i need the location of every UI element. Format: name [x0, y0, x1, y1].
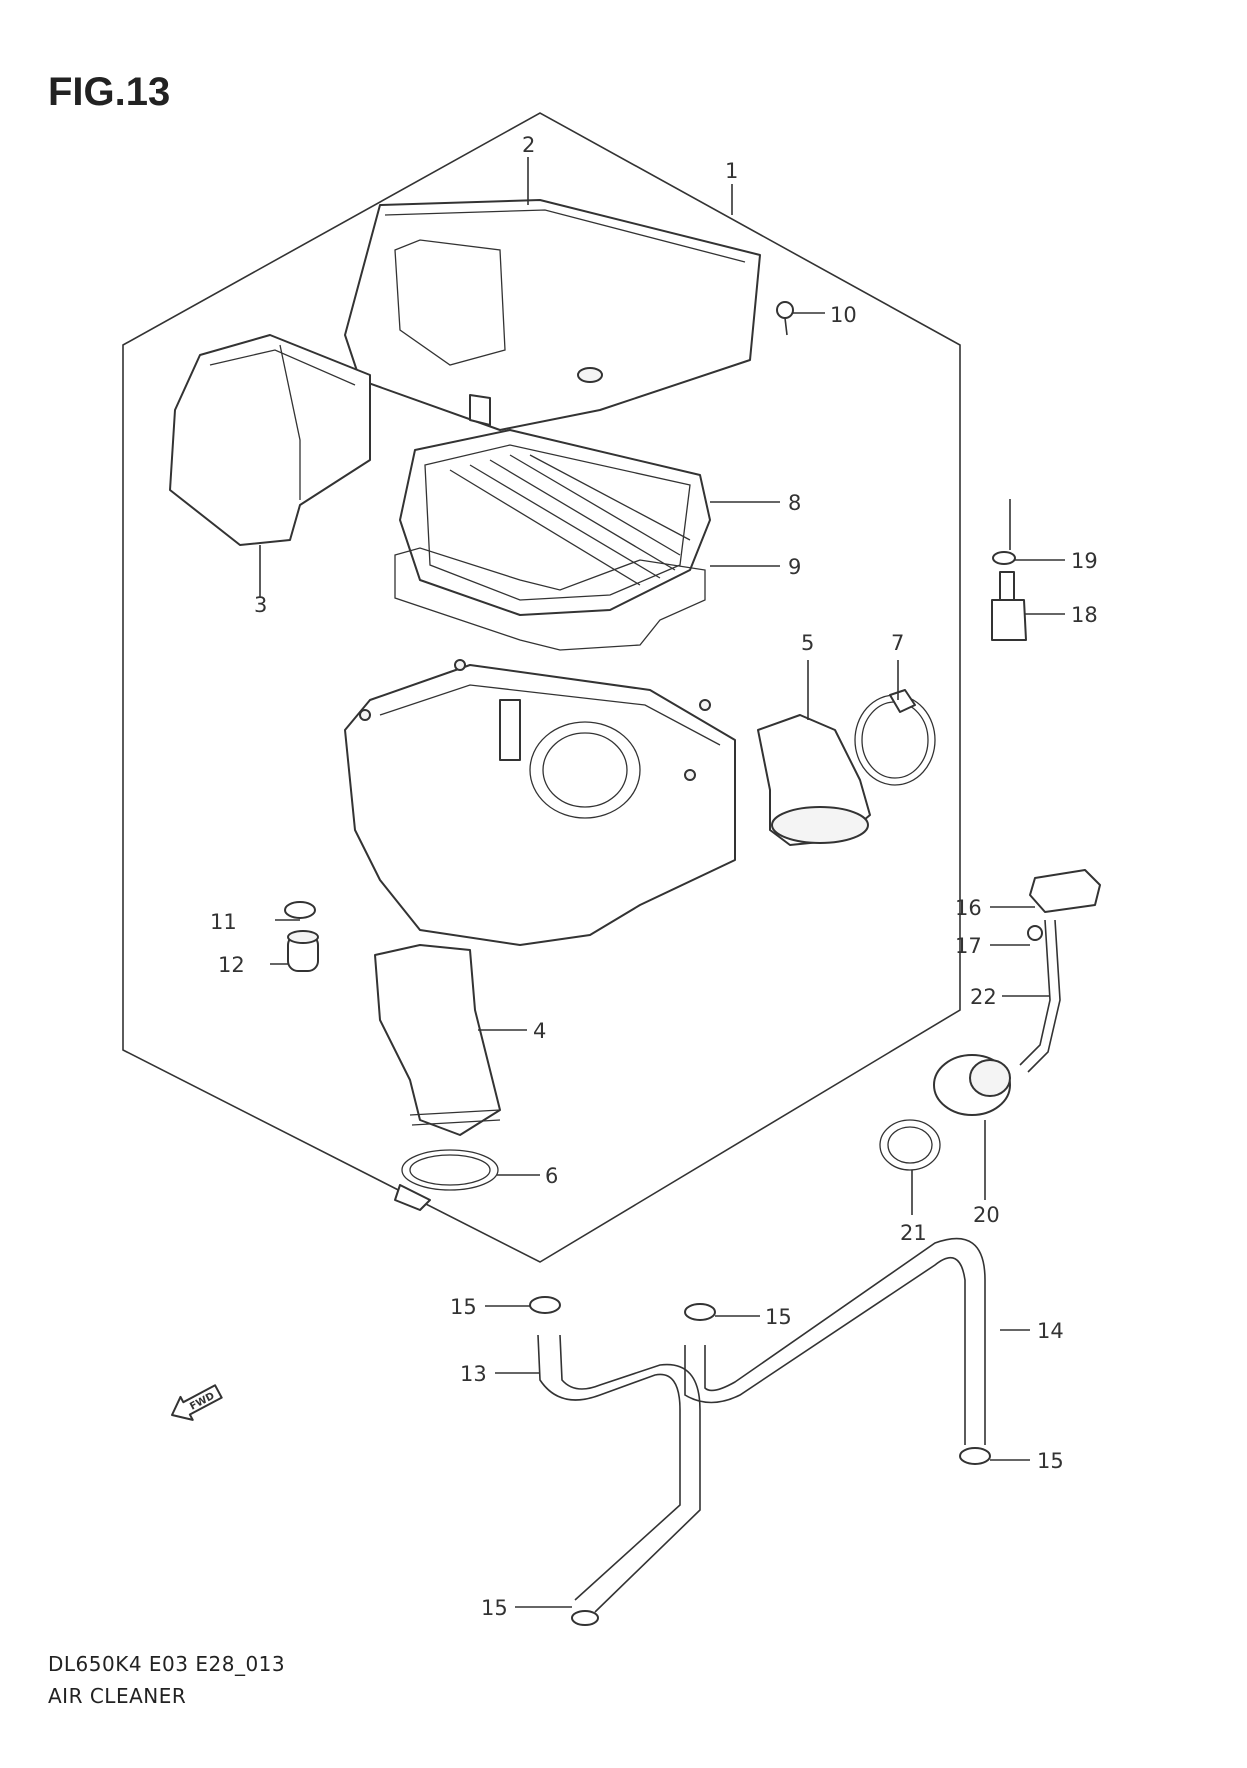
part-outlet-tube	[757, 714, 871, 846]
callout-19: 19	[1071, 549, 1098, 573]
figure-code: DL650K4 E03 E28_013	[48, 1652, 286, 1676]
callout-22: 22	[970, 985, 997, 1009]
part-bolt-17	[1027, 925, 1043, 941]
callout-4: 4	[533, 1019, 546, 1043]
forward-arrow-icon: FWD	[171, 1384, 223, 1421]
part-connector-16	[1029, 869, 1101, 913]
part-clip-15	[529, 1296, 991, 1626]
callout-8: 8	[788, 491, 801, 515]
callout-3: 3	[254, 593, 267, 617]
part-air-cleaner-cover	[344, 199, 761, 431]
callout-1: 1	[725, 159, 738, 183]
figure-footer: DL650K4 E03 E28_013 AIR CLEANER	[48, 1648, 285, 1712]
part-canister-20	[933, 1054, 1011, 1116]
part-screw-10	[776, 301, 794, 336]
part-sensor-18	[991, 571, 1027, 641]
callout-13: 13	[460, 1362, 487, 1386]
callout-18: 18	[1071, 603, 1098, 627]
callout-9: 9	[788, 555, 801, 579]
part-seal-gasket	[394, 547, 706, 651]
callout-11: 11	[210, 910, 237, 934]
part-case-body	[344, 659, 736, 946]
part-clamp-21	[879, 1119, 941, 1171]
callout-15d: 15	[481, 1596, 508, 1620]
part-hose-22	[1019, 919, 1061, 1073]
callout-10: 10	[830, 303, 857, 327]
callout-20: 20	[973, 1203, 1000, 1227]
part-intake-hose	[374, 944, 501, 1136]
part-washer-19	[992, 551, 1016, 565]
figure-title: FIG.13	[48, 70, 171, 114]
callout-17: 17	[955, 934, 982, 958]
callout-14: 14	[1037, 1319, 1064, 1343]
callout-12: 12	[218, 953, 245, 977]
callout-6: 6	[545, 1164, 558, 1188]
part-drain-hose-14	[684, 1237, 986, 1445]
callout-5: 5	[801, 631, 814, 655]
callout-15c: 15	[1037, 1449, 1064, 1473]
assembly-outline	[122, 112, 961, 1263]
callout-15a: 15	[450, 1295, 477, 1319]
part-spacer-12	[287, 930, 319, 972]
callout-16: 16	[955, 896, 982, 920]
part-clamp-7	[854, 689, 936, 786]
leader-lines	[259, 157, 1065, 1608]
part-cap-11	[284, 901, 316, 919]
callout-21: 21	[900, 1221, 927, 1245]
callout-7: 7	[891, 631, 904, 655]
part-drain-hose-13	[537, 1334, 701, 1613]
figure-name: AIR CLEANER	[48, 1684, 187, 1708]
part-inlet-duct	[169, 334, 371, 546]
callout-15b: 15	[765, 1305, 792, 1329]
callout-labels: 2 1 10 3 8 9 5 7 19 18 11 12 4 6 16 17 2…	[210, 133, 1098, 1620]
part-filter-element	[399, 429, 711, 616]
part-clamp-6	[394, 1149, 499, 1211]
callout-2: 2	[522, 133, 535, 157]
